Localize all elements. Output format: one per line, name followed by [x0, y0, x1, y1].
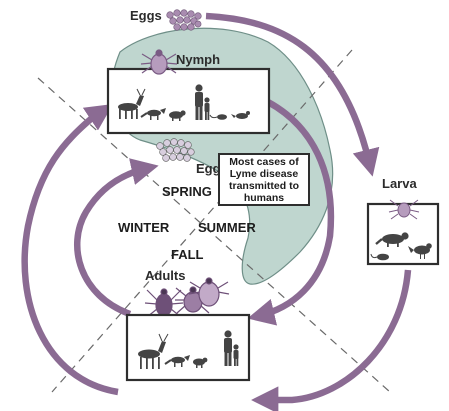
- human-icon: [195, 84, 210, 120]
- bird-icon: [408, 243, 432, 259]
- larva-label: Larva: [382, 176, 417, 191]
- egg-cluster-icon: [166, 9, 202, 31]
- human-risk-callout-text: Most cases of Lyme disease transmitted t…: [228, 155, 299, 204]
- bird-icon: [231, 111, 250, 119]
- season-summer: SUMMER: [198, 220, 256, 235]
- adults-label: Adults: [145, 268, 186, 283]
- nymph-label: Nymph: [176, 52, 221, 67]
- arrow-adults-to-nymph: [21, 103, 119, 396]
- egg-cluster-icon: [156, 138, 195, 162]
- nymph-host-box: [106, 67, 271, 135]
- season-spring: SPRING: [162, 184, 212, 199]
- season-fall: FALL: [171, 247, 204, 262]
- season-divider-line: [37, 77, 391, 393]
- tick-icon: [188, 277, 230, 307]
- fox-icon: [140, 108, 166, 120]
- arrow-nymph-to-adults: [247, 99, 335, 326]
- tick-icon: [388, 199, 420, 220]
- human-risk-callout: Most cases of Lyme disease transmitted t…: [218, 153, 310, 206]
- deer-icon: [138, 333, 169, 369]
- raccoon-icon: [193, 357, 208, 368]
- eggs-label-top: Eggs: [130, 8, 162, 23]
- arrow-larva-to-adults: [251, 269, 412, 411]
- tick-icon: [175, 286, 211, 314]
- tick-icon: [140, 49, 178, 75]
- mouse-icon: [370, 253, 389, 261]
- arrow-adults-to-eggs: [74, 158, 159, 318]
- fox-icon: [164, 355, 190, 367]
- mouse-icon: [209, 114, 227, 120]
- arrow-eggs-to-larva: [205, 12, 380, 177]
- raccoon-icon: [169, 110, 186, 121]
- season-winter: WINTER: [118, 220, 170, 235]
- human-icon: [224, 330, 239, 366]
- raccoon-icon: [375, 232, 409, 247]
- season-divider-line: [51, 49, 353, 393]
- deer-icon: [118, 88, 146, 119]
